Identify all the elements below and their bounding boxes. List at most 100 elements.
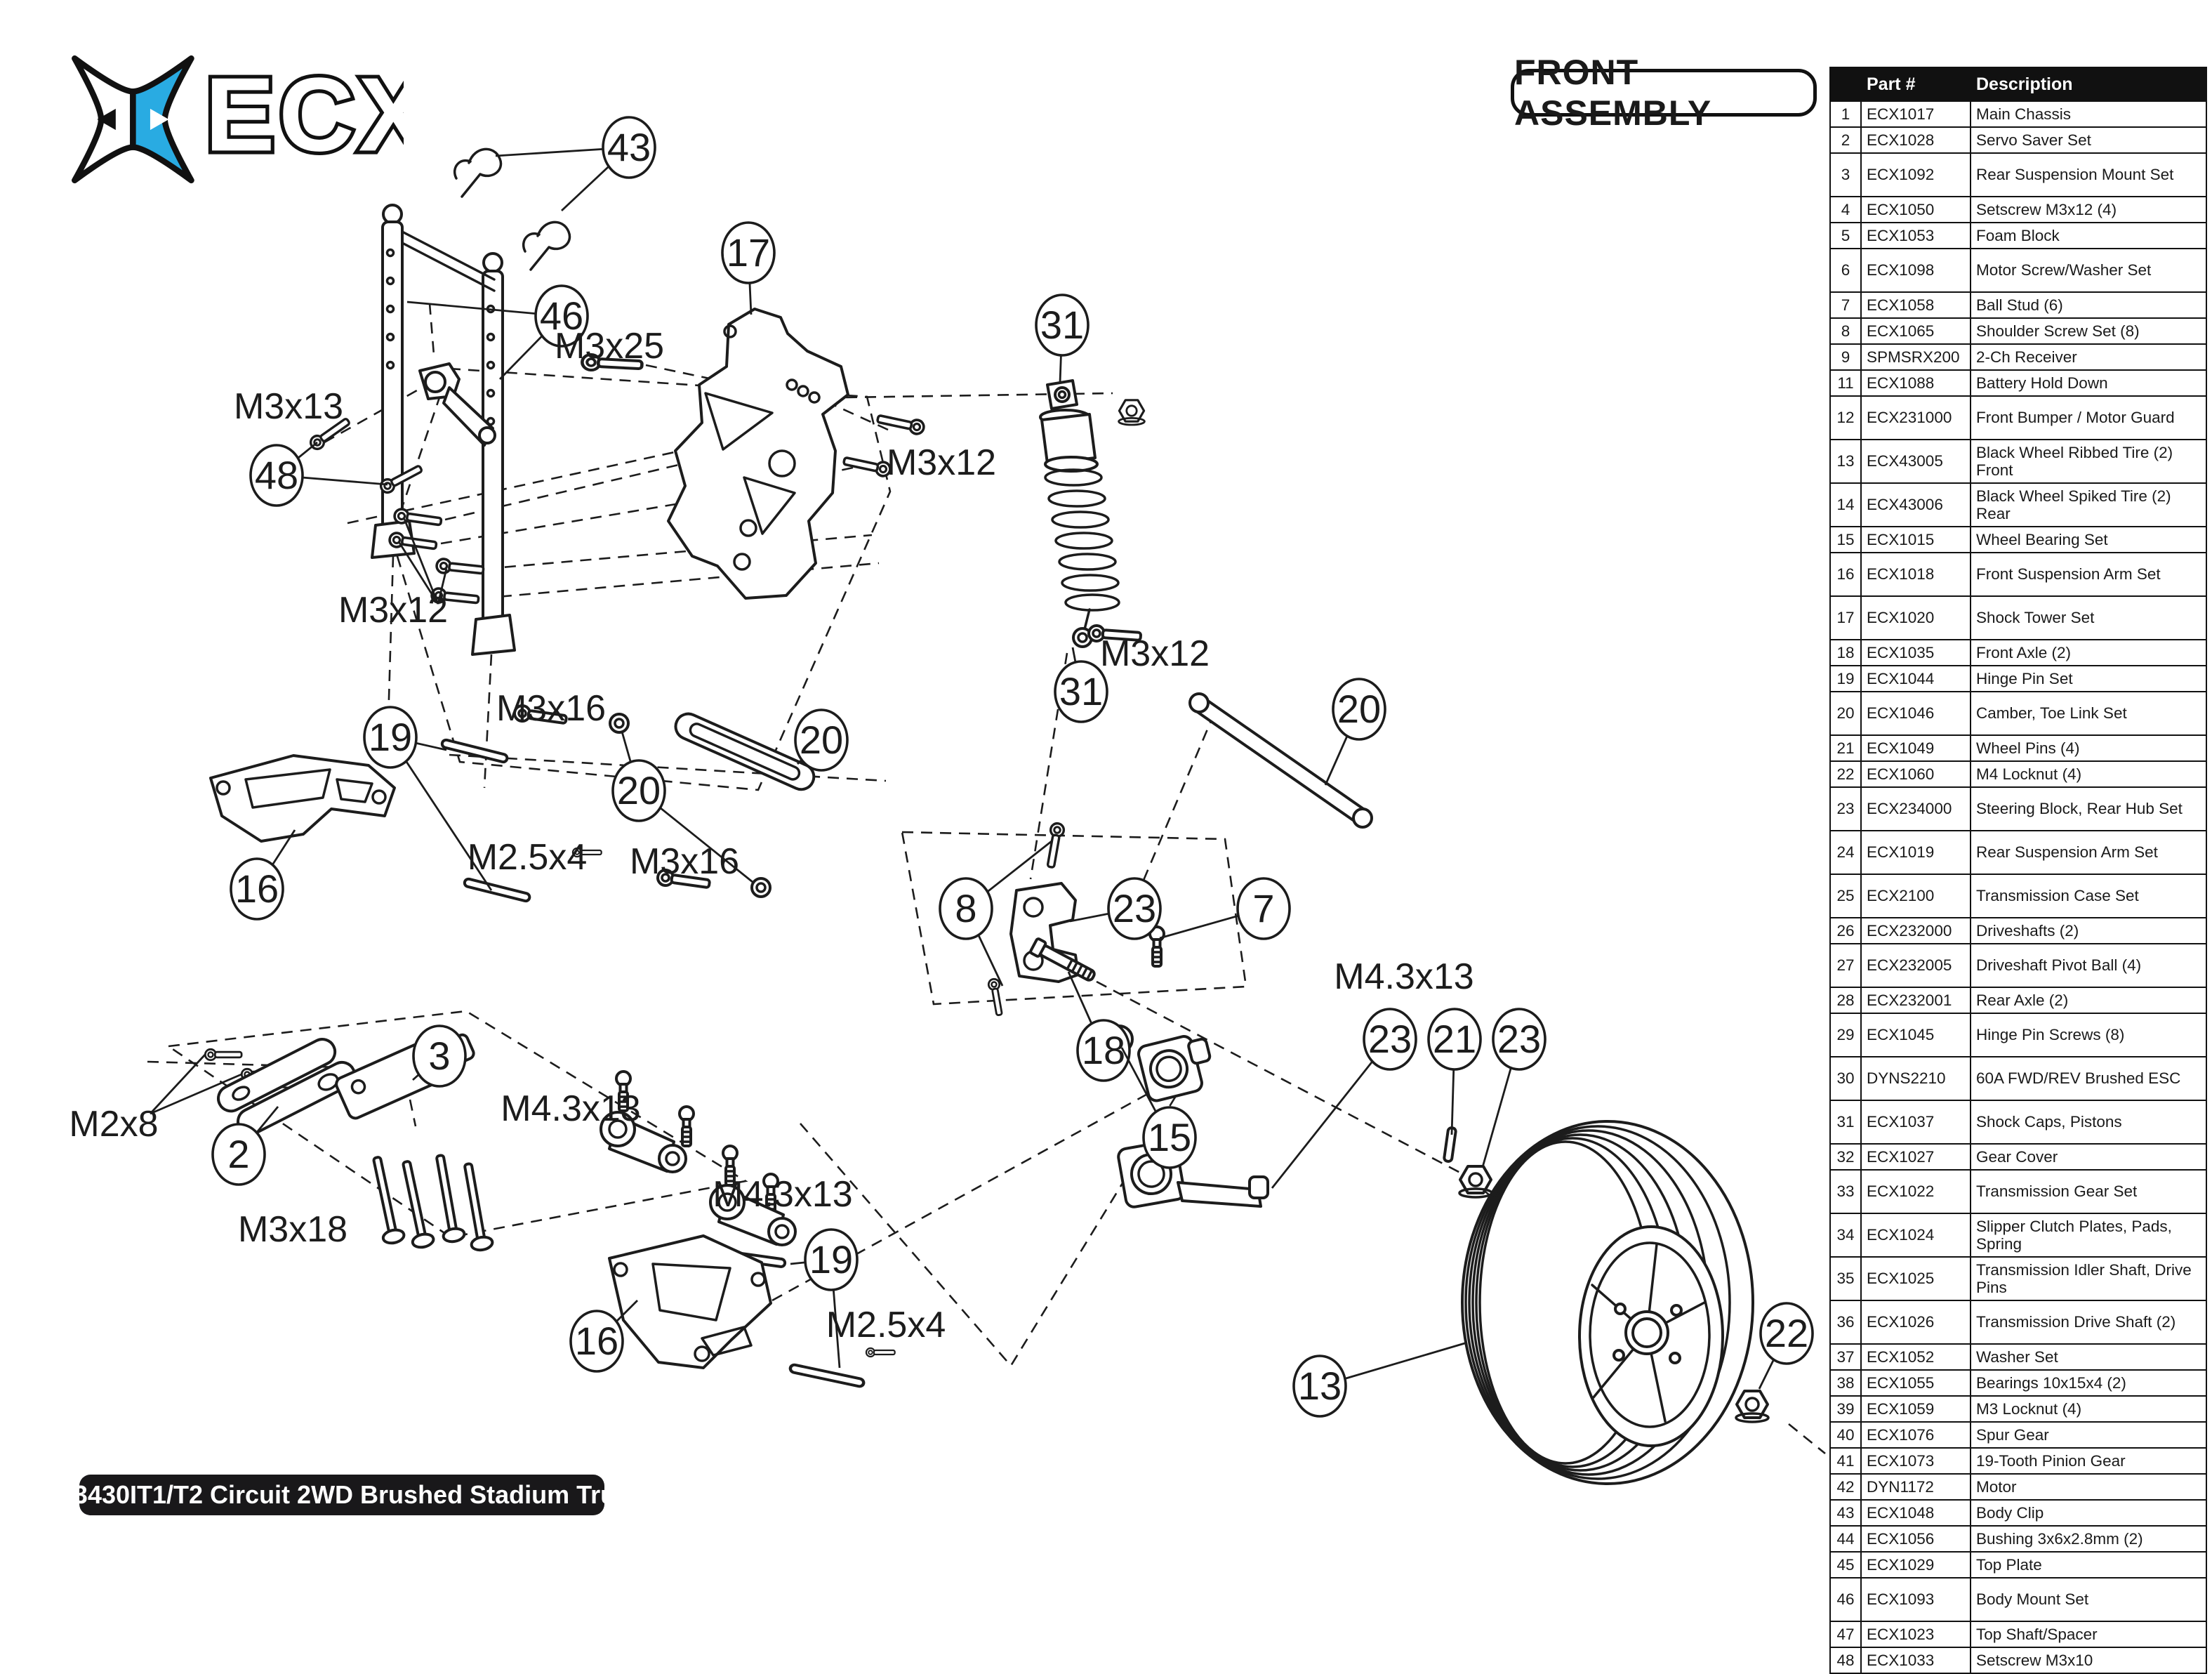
body-clip-parts [453, 147, 571, 271]
parts-table-cell-desc: Transmission Gear Set [1970, 1169, 2207, 1214]
parts-table-cell-desc: Rear Suspension Arm Set [1970, 830, 2207, 875]
callout-number: 18 [1082, 1028, 1125, 1072]
callout-number: 13 [1298, 1364, 1342, 1408]
parts-table-cell-desc: M4 Locknut (4) [1970, 760, 2207, 788]
callout-17: 17 [721, 221, 776, 315]
parts-table-cell-part: ECX1020 [1860, 595, 1971, 640]
callout-3: 3 [412, 1024, 467, 1088]
parts-table-cell-part: ECX1033 [1860, 1647, 1971, 1674]
exploded-view-diagram: 4346173148312019202016823718152321233219… [69, 116, 1826, 1485]
callout-18: 18 [1067, 971, 1131, 1082]
parts-table-cell-part: ECX1088 [1860, 369, 1971, 397]
parts-table-cell-num: 2 [1829, 126, 1862, 154]
footer-model-badge: C-ECX03430IT1/T2 Circuit 2WD Brushed Sta… [0, 1475, 703, 1515]
parts-table-cell-desc: Setscrew M3x12 (4) [1970, 196, 2207, 223]
parts-table-cell-num: 28 [1829, 987, 1862, 1014]
parts-table-cell-part: ECX232000 [1860, 917, 1971, 944]
parts-table-cell-num: 35 [1829, 1256, 1862, 1301]
parts-table-cell-desc: Body Clip [1970, 1499, 2207, 1527]
fastener-size-label: M2.5x4 [826, 1305, 946, 1345]
parts-table-cell-part: ECX1060 [1860, 760, 1971, 788]
parts-table-cell-part: ECX1028 [1860, 126, 1971, 154]
parts-table-cell-num: 21 [1829, 734, 1862, 762]
servo-saver-plates-part [217, 1038, 357, 1136]
parts-table-cell-desc: Bearings 10x15x4 (2) [1970, 1369, 2207, 1397]
servo-saver-rocker-part [418, 362, 496, 447]
fastener-size-label: M2.5x4 [468, 837, 588, 878]
parts-table-cell-num: 44 [1829, 1525, 1862, 1553]
callout-19: 19 [790, 1228, 859, 1369]
callout-20: 20 [794, 709, 849, 772]
parts-table-cell-part: ECX1053 [1860, 222, 1971, 249]
parts-table-cell-num: 36 [1829, 1300, 1862, 1345]
parts-table-cell-part: ECX1076 [1860, 1421, 1971, 1449]
parts-table-cell-num: 9 [1829, 343, 1862, 371]
callout-number: 16 [235, 866, 279, 911]
parts-table-cell-desc: Washer Set [1970, 1343, 2207, 1371]
parts-table-cell-num: 24 [1829, 830, 1862, 875]
parts-table-cell-desc: Front Axle (2) [1970, 639, 2207, 666]
callout-number: 21 [1433, 1017, 1476, 1061]
suspension-arm-front-part [209, 754, 396, 843]
callout-20: 20 [611, 731, 753, 883]
suspension-arm-lower-part [608, 1234, 772, 1369]
parts-table-cell-num: 46 [1829, 1577, 1862, 1622]
parts-table-cell-part: ECX1056 [1860, 1525, 1971, 1553]
callout-7: 7 [1159, 877, 1291, 940]
parts-table-cell-desc: Black Wheel Spiked Tire (2) Rear [1970, 482, 2207, 527]
parts-table-cell-desc: Gear Cover [1970, 1143, 2207, 1171]
brand-logo: ECX [67, 53, 404, 186]
camber-link-part [674, 712, 816, 791]
parts-table-cell-num: 39 [1829, 1395, 1862, 1423]
parts-table-cell-num: 41 [1829, 1447, 1862, 1475]
parts-table-cell-part: ECX232005 [1860, 943, 1971, 988]
parts-table-cell-desc: Setscrew M3x10 [1970, 1647, 2207, 1674]
parts-table-cell-desc: Front Suspension Arm Set [1970, 552, 2207, 597]
steering-block-part [986, 821, 1493, 1208]
driveshaft-part [1188, 692, 1373, 829]
parts-table-cell-part: ECX1015 [1860, 526, 1971, 553]
parts-table-cell-part: ECX1018 [1860, 552, 1971, 597]
parts-table-cell-part: ECX1029 [1860, 1551, 1971, 1579]
callout-number: 23 [1368, 1017, 1412, 1061]
callout-number: 20 [800, 718, 843, 762]
callout-number: 19 [809, 1237, 853, 1281]
footer-model-label: C-ECX03430IT1/T2 Circuit 2WD Brushed Sta… [0, 1480, 703, 1509]
parts-table-cell-desc: 2-Ch Receiver [1970, 343, 2207, 371]
parts-table-cell-part: ECX1025 [1860, 1256, 1971, 1301]
parts-table-cell-part: ECX1024 [1860, 1213, 1971, 1258]
parts-table-cell-desc: Transmission Case Set [1970, 874, 2207, 918]
parts-table-cell-num: 26 [1829, 917, 1862, 944]
callout-number: 17 [727, 230, 770, 275]
fastener-size-label: M4.3x13 [501, 1088, 640, 1129]
fastener-size-label: M3x16 [496, 688, 606, 729]
fastener-size-label: M4.3x13 [713, 1174, 852, 1215]
parts-table-cell-part: ECX1092 [1860, 152, 1971, 197]
parts-table-cell-desc: Transmission Drive Shaft (2) [1970, 1300, 2207, 1345]
callout-number: 31 [1040, 303, 1084, 347]
parts-table-cell-num: 1 [1829, 100, 1862, 128]
callout-number: 43 [607, 125, 651, 169]
callout-number: 16 [575, 1319, 618, 1363]
callout-31: 31 [1035, 294, 1090, 383]
parts-table-cell-part: ECX231000 [1860, 395, 1971, 440]
parts-table-cell-desc: Spur Gear [1970, 1421, 2207, 1449]
